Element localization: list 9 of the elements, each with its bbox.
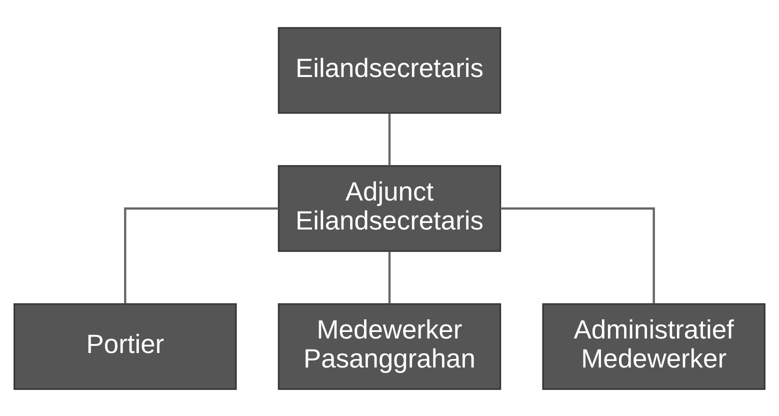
connector [124,206,279,304]
node-box: Portier [14,302,237,390]
node-box: Administratief Medewerker [542,302,766,390]
connector [388,112,391,166]
connector [388,250,391,304]
node-box: Medewerker Pasanggrahan [278,302,502,390]
node-box: Eilandsecretaris [278,26,502,114]
connector [500,206,655,304]
node-box: Adjunct Eilandsecretaris [278,164,502,252]
